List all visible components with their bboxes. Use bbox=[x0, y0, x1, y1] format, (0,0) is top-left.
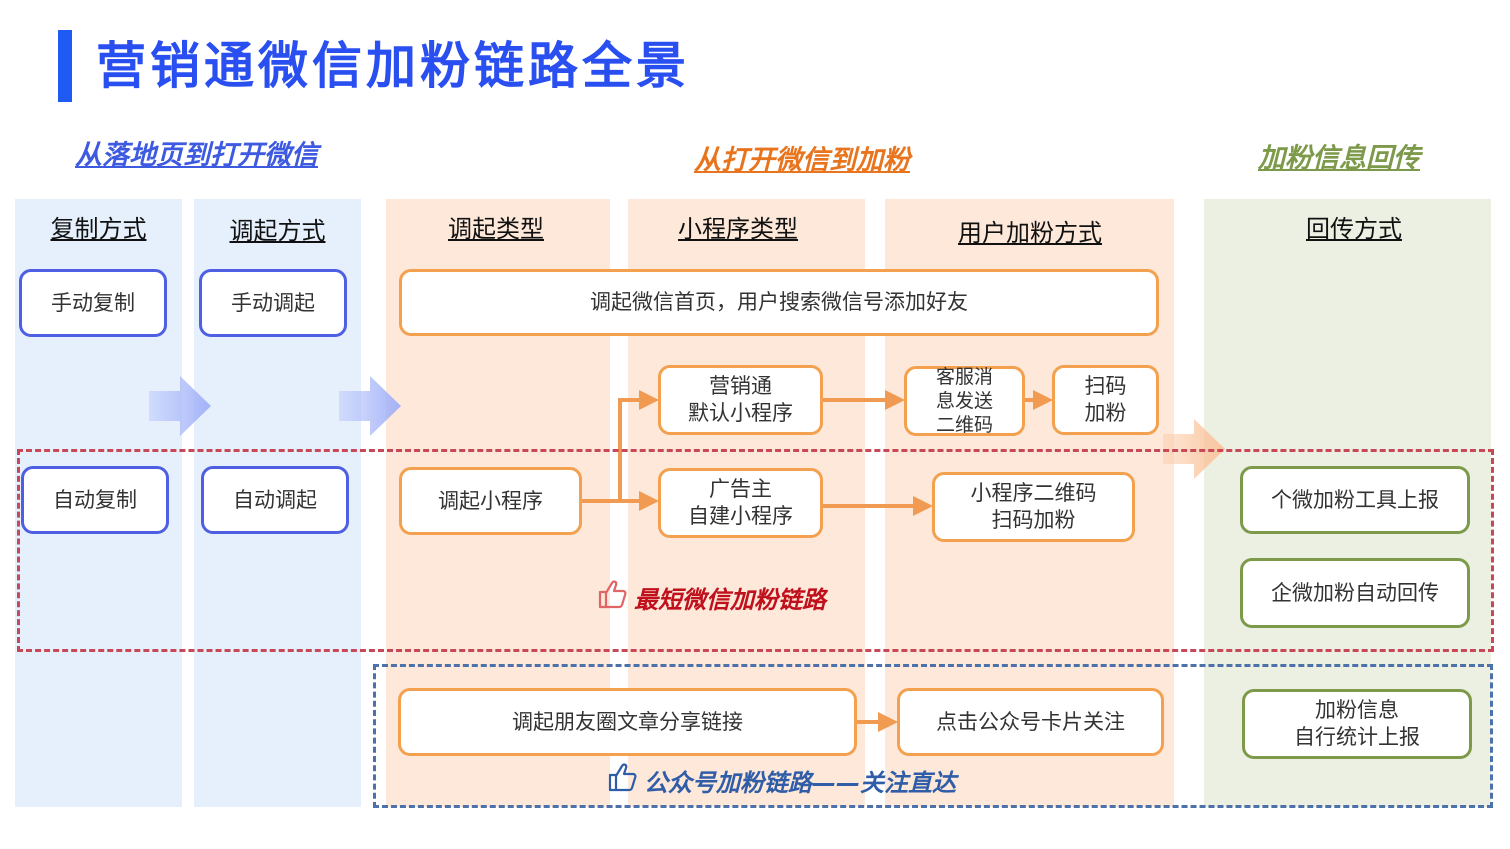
cs-message-qr-box: 客服消 息发送 二维码 bbox=[904, 366, 1025, 436]
invoke-miniprogram-box: 调起小程序 bbox=[399, 467, 582, 535]
default-miniprogram-box: 营销通 默认小程序 bbox=[658, 365, 823, 435]
column-header-invoke-type: 调起类型 bbox=[448, 215, 544, 243]
manual-invoke-box: 手动调起 bbox=[199, 269, 347, 337]
official-account-path-label: 公众号加粉链路——关注直达 bbox=[644, 768, 956, 797]
column-header-copy: 复制方式 bbox=[50, 215, 147, 243]
column-header-mp-type: 小程序类型 bbox=[678, 215, 798, 243]
advertiser-miniprogram-box: 广告主 自建小程序 bbox=[658, 468, 823, 538]
auto-invoke-box: 自动调起 bbox=[201, 466, 349, 534]
column-header-report: 回传方式 bbox=[1306, 215, 1402, 243]
auto-copy-box: 自动复制 bbox=[21, 466, 169, 534]
shortest-path-note: 最短微信加粉链路 bbox=[596, 578, 826, 616]
official-account-path-note: 公众号加粉链路——关注直达 bbox=[606, 761, 956, 799]
page-title: 营销通微信加粉链路全景 bbox=[96, 37, 690, 95]
miniprogram-qr-box: 小程序二维码 扫码加粉 bbox=[932, 472, 1135, 542]
shortest-path-label: 最短微信加粉链路 bbox=[634, 585, 826, 614]
personal-wechat-report-box: 个微加粉工具上报 bbox=[1240, 466, 1470, 534]
wechat-home-box: 调起微信首页，用户搜索微信号添加好友 bbox=[399, 269, 1159, 336]
column-header-add-method: 用户加粉方式 bbox=[958, 219, 1102, 247]
official-account-path-region bbox=[373, 664, 1493, 808]
section-title-open-to-add: 从打开微信到加粉 bbox=[694, 145, 910, 176]
shortest-path-region bbox=[17, 449, 1494, 652]
section-title-landing: 从落地页到打开微信 bbox=[75, 140, 318, 171]
title-accent-bar bbox=[58, 30, 72, 102]
section-title-report: 加粉信息回传 bbox=[1258, 143, 1420, 174]
official-account-card-box: 点击公众号卡片关注 bbox=[897, 688, 1164, 756]
self-statistics-report-box: 加粉信息 自行统计上报 bbox=[1242, 689, 1472, 759]
column-header-invoke: 调起方式 bbox=[229, 217, 326, 245]
thumbs-up-icon bbox=[606, 761, 638, 799]
moments-share-box: 调起朋友圈文章分享链接 bbox=[398, 688, 857, 756]
manual-copy-box: 手动复制 bbox=[19, 269, 167, 337]
thumbs-up-icon bbox=[596, 578, 628, 616]
scan-add-box: 扫码 加粉 bbox=[1052, 365, 1159, 435]
enterprise-wechat-report-box: 企微加粉自动回传 bbox=[1240, 558, 1470, 628]
